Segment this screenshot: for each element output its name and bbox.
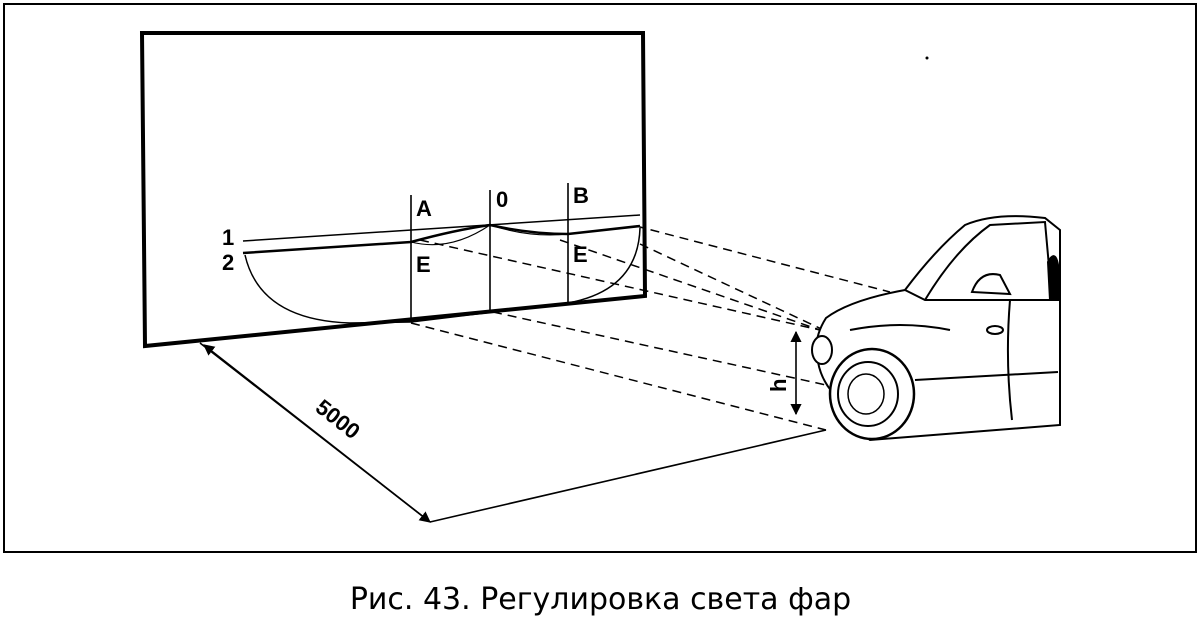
figure-frame <box>3 3 1197 553</box>
figure-caption: Рис. 43. Регулировка света фар <box>349 582 852 617</box>
vertical-markers <box>410 183 569 322</box>
beam-spot-inner-left <box>410 224 491 246</box>
label-point-0: 0 <box>496 187 508 212</box>
projection-lines <box>410 225 891 431</box>
label-line-2: 2 <box>222 250 234 275</box>
floor-lines <box>199 342 827 523</box>
height-label: h <box>766 379 791 392</box>
line-1 <box>242 214 641 242</box>
label-point-e-right: E <box>573 242 588 267</box>
car <box>811 215 1062 442</box>
beam-spot-outline <box>244 227 641 324</box>
label-point-b: B <box>573 183 589 208</box>
stray-dot <box>925 56 929 60</box>
label-point-a: A <box>416 196 432 221</box>
beam-spot-inner-right <box>489 224 569 236</box>
label-point-e-left: E <box>416 252 431 277</box>
distance-arrow <box>203 344 431 523</box>
adjustment-screen <box>139 31 648 349</box>
label-line-1: 1 <box>222 225 234 250</box>
